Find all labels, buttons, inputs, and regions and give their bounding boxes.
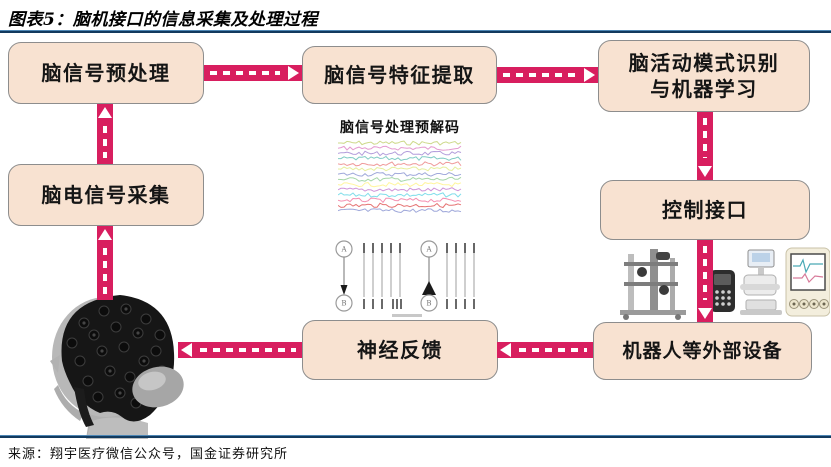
node-label-line2: 与机器学习 (650, 77, 758, 101)
synapse-arrowhead-up (422, 281, 436, 295)
eeg-waveform-illustration (338, 140, 462, 214)
eeg-trace (338, 202, 462, 209)
arrow-head-to-acquisition (97, 226, 113, 300)
footer-divider-line (0, 435, 831, 438)
eeg-trace (338, 176, 462, 182)
node-label: 神经反馈 (357, 338, 443, 362)
node-brain-signal-preprocessing: 脑信号预处理 (8, 42, 204, 104)
node-external-devices: 机器人等外部设备 (593, 322, 812, 380)
spike-train-lines (446, 243, 475, 297)
eeg-trace (338, 187, 462, 192)
node-eeg-signal-acquisition: 脑电信号采集 (8, 164, 204, 226)
eeg-trace (338, 155, 462, 161)
node-label-line1: 脑活动模式识别 (628, 51, 780, 75)
source-note: 来源：翔宇医疗微信公众号，国金证券研究所 (8, 447, 289, 462)
spike-ticks (363, 243, 402, 309)
electrode-spike-diagram: A B A B (335, 240, 475, 317)
node-label: 脑电信号采集 (41, 183, 171, 207)
eeg-trace (338, 181, 462, 188)
eeg-trace (338, 197, 462, 204)
arrow-feedback-to-head (178, 342, 302, 358)
eeg-trace (338, 145, 462, 151)
arrow-preprocess-to-feature (204, 65, 302, 81)
electrode-label-a: A (425, 246, 432, 254)
electrode-label-a: A (340, 246, 347, 254)
external-devices-illustration (620, 247, 830, 320)
waveform-caption: 脑信号处理预解码 (340, 120, 460, 136)
eeg-trace (338, 208, 462, 214)
arrow-feature-to-pattern (497, 67, 598, 83)
therapy-station-device (740, 249, 782, 315)
arrow-external-to-feedback (497, 342, 593, 358)
eeg-trace (338, 150, 462, 157)
node-label: 机器人等外部设备 (622, 339, 783, 362)
electrode-label-b: B (426, 300, 431, 308)
node-label: 控制接口 (662, 198, 748, 222)
synapse-arrowhead-down (340, 285, 348, 295)
title-divider-line (0, 30, 831, 33)
electrode-hub-disc (132, 366, 184, 408)
node-label: 脑信号特征提取 (324, 63, 475, 87)
tiny-caption-smudge (392, 314, 422, 317)
patient-monitor-device (785, 247, 830, 317)
eeg-trace (338, 171, 462, 177)
node-neural-feedback: 神经反馈 (302, 320, 498, 380)
node-feature-extraction: 脑信号特征提取 (302, 46, 497, 104)
spike-ticks (446, 243, 475, 309)
node-control-interface: 控制接口 (600, 180, 810, 240)
arrow-pattern-to-control (697, 112, 713, 180)
electrode-pair-left: A B (335, 240, 402, 312)
eeg-trace (338, 161, 462, 167)
eeg-trace (338, 192, 462, 198)
figure-title: 图表5：脑机接口的信息采集及处理过程 (8, 10, 318, 30)
electrode-pair-right: A B (420, 240, 475, 312)
node-label: 脑信号预处理 (41, 61, 171, 85)
eeg-trace (338, 166, 462, 172)
arrow-acquisition-to-preprocess (97, 104, 113, 164)
node-pattern-recognition-ml: 脑活动模式识别 与机器学习 (598, 40, 810, 112)
electrode-label-b: B (341, 300, 346, 308)
rehab-robot-device (620, 249, 686, 320)
arrow-control-to-external (697, 240, 713, 322)
remote-control-device (710, 270, 735, 312)
eeg-cap-head-illustration (50, 295, 184, 439)
eeg-trace (338, 140, 462, 146)
